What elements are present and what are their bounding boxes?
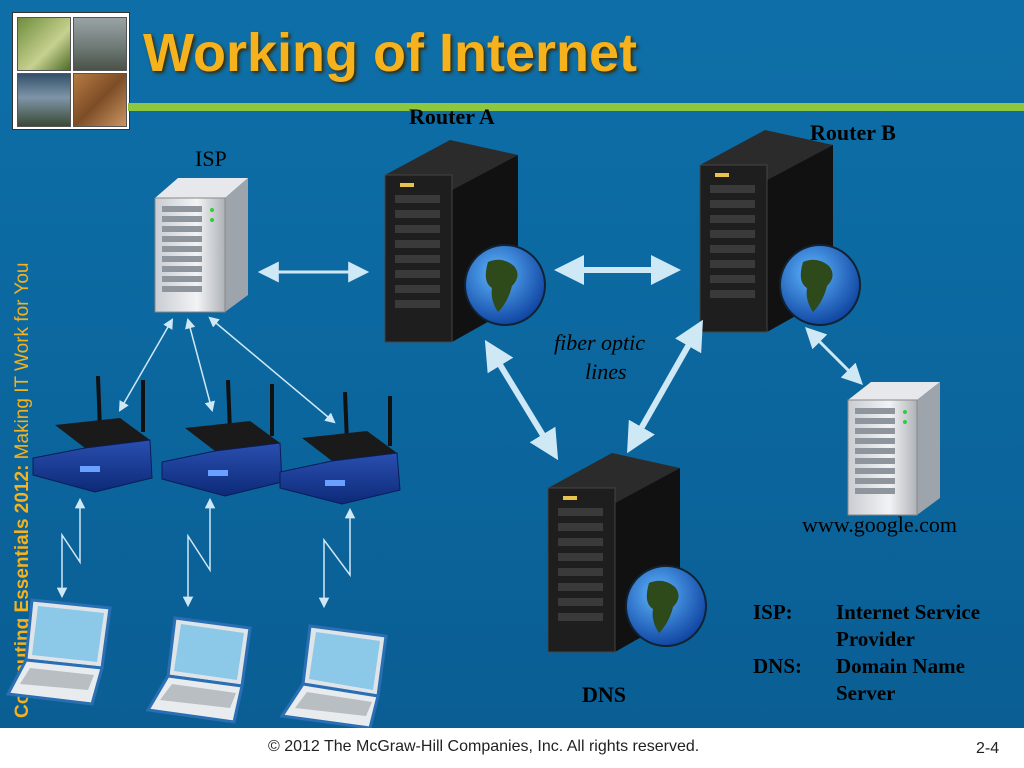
legend-dns-value-1: Domain Name	[836, 654, 965, 678]
sidebar-title-suffix: Making IT Work for You	[12, 263, 33, 460]
isp-server-icon	[154, 178, 248, 313]
wireless-link-3	[318, 507, 356, 609]
router-b-label: Router B	[810, 120, 896, 145]
isp-label: ISP	[195, 146, 227, 171]
copyright-text: © 2012 The McGraw-Hill Companies, Inc. A…	[268, 738, 700, 755]
wireless-link-2	[182, 497, 216, 608]
connection-arrows	[56, 255, 863, 609]
thumbnail-golf-icon	[17, 17, 71, 71]
legend-isp-value-2: Provider	[836, 627, 915, 651]
page-number: 2-4	[976, 740, 1000, 757]
fiber-label-line1: fiber optic	[554, 330, 646, 355]
legend-dns-value-2: Server	[836, 681, 896, 705]
legend-isp-value-1: Internet Service	[836, 600, 981, 624]
router-a-label: Router A	[409, 104, 495, 129]
laptop-icon-1	[5, 598, 112, 706]
google-server-icon	[847, 382, 940, 516]
wireless-link-1	[56, 497, 86, 599]
legend-isp-key: ISP:	[753, 600, 793, 624]
arrow-isp-wifi-1	[118, 318, 174, 412]
thumbnail-landscape-icon	[73, 17, 127, 71]
laptop-icon-2	[145, 616, 252, 724]
thumbnail-texture-icon	[73, 73, 127, 127]
wireless-router-icon-1	[32, 375, 153, 493]
dns-server-icon	[547, 453, 707, 653]
photo-collage-icon	[12, 12, 130, 130]
router-b-icon	[699, 130, 861, 333]
fiber-label-line2: lines	[585, 359, 627, 384]
wireless-router-icon-2	[161, 379, 283, 497]
thumbnail-sky-icon	[17, 73, 71, 127]
arrow-isp-wifi-2	[185, 317, 215, 413]
slide-title: Working of Internet	[143, 23, 637, 83]
arrow-router-b-google	[805, 327, 863, 385]
laptop-icon-3	[279, 624, 388, 730]
arrow-isp-wifi-3	[208, 316, 336, 424]
wireless-router-icon-3	[279, 391, 401, 505]
title-divider	[128, 103, 1024, 111]
router-a-icon	[384, 140, 546, 343]
legend-dns-key: DNS:	[753, 654, 803, 678]
arrow-router-a-dns	[484, 339, 559, 461]
arrow-router-b-dns	[627, 319, 703, 454]
dns-label: DNS	[582, 682, 627, 707]
google-label: www.google.com	[802, 512, 957, 537]
footer-bar	[0, 728, 1024, 768]
